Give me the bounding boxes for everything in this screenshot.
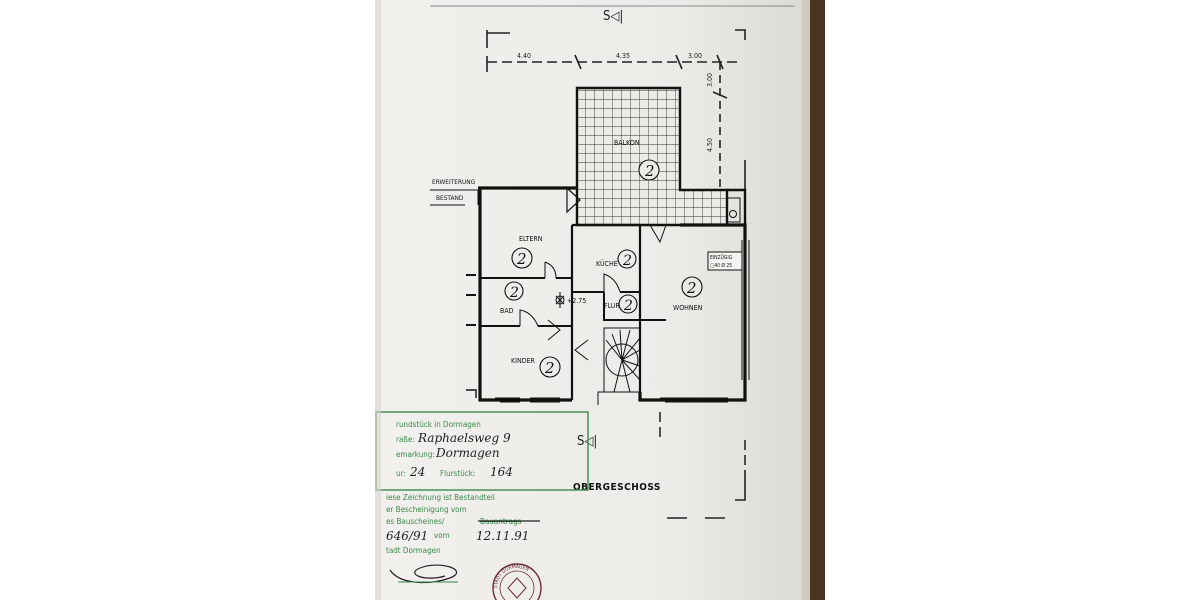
section-marker-bottom: S◁| [577,434,597,449]
svg-text:2: 2 [516,250,527,268]
windows [495,240,750,403]
section-marker-top: S◁| [603,9,623,24]
dim-4-40: 4.40 [517,52,531,60]
room-label-bad: BAD [500,307,514,315]
stamp-line4-prefix: ur: [396,469,406,478]
flue-label-1: EINZÜGIG [710,254,733,261]
room-marker-flur: 2 [618,294,638,314]
stamp-flurstueck: 164 [490,465,513,479]
cert-line5: tadt Dormagen [386,546,441,555]
room-marker-kinder: 2 [539,356,561,378]
svg-text:2: 2 [623,298,633,314]
cert-number: 646/91 [386,529,428,543]
stamp-line4-mid: Flurstück: [440,469,475,478]
room-label-kueche: KÜCHE [596,259,618,268]
room-marker-bad: 2 [504,281,524,301]
room-label-flur: FLUR [604,302,620,310]
stamp-line3-prefix: emarkung: [396,450,435,459]
room-label-kinder: KINDER [511,357,536,365]
floor-title: OBERGESCHOSS [573,482,661,493]
svg-text:2: 2 [509,285,519,301]
room-marker-kueche: 2 [617,249,637,269]
stamp-line2-prefix: raße: [396,435,415,444]
room-marker-eltern: 2 [511,247,533,269]
stamp-flur: 24 [409,465,425,479]
cert-line3-prefix: es Bauscheines/ [386,517,445,526]
cert-line2: er Bescheinigung vom [386,505,467,514]
stamp-line1: rundstück in Dormagen [396,420,481,429]
flue-label-2: □40 Ø 25 [710,262,732,269]
svg-text:2: 2 [622,253,632,269]
certification-block: iese Zeichnung ist Bestandteil er Besche… [386,493,540,555]
label-bestand: BESTAND [436,194,464,202]
door-swings [519,224,667,361]
label-erweiterung: ERWEITERUNG [432,178,476,186]
cert-line4-mid: vom [434,531,450,540]
svg-text:2: 2 [644,162,655,180]
stamp-street: Raphaelsweg 9 [417,431,511,445]
dim-4-35: 4.35 [616,52,630,60]
room-label-eltern: ELTERN [519,235,543,243]
dim-4-50-v: 4.50 [706,138,714,152]
flue-box [707,251,743,271]
level-label: +2.75 [567,297,586,305]
svg-text:2: 2 [686,279,697,297]
level-marker [555,292,565,308]
stamp-town: Dormagen [435,446,500,460]
paper-edge [802,0,810,600]
staircase [597,327,641,405]
svg-text:2: 2 [544,359,555,377]
room-label-wohnen: WOHNEN [673,304,703,312]
room-marker-balkon: 2 [638,159,660,181]
room-label-balkon: BALKON [614,139,640,147]
dim-3-00-v: 3.00 [706,73,714,87]
property-stamp: rundstück in Dormagen raße: Raphaelsweg … [375,411,589,491]
cert-date: 12.11.91 [476,529,529,543]
dim-3-00-h: 3.00 [688,52,702,60]
floor-plan-walls [466,186,747,402]
room-marker-wohnen: 2 [681,276,703,298]
cert-line1: iese Zeichnung ist Bestandteil [386,493,495,502]
